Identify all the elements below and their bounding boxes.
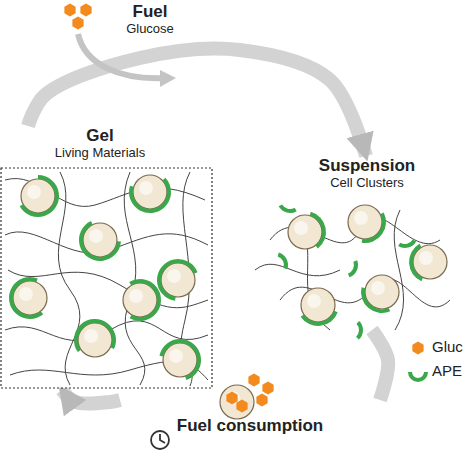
cycle-arrow <box>28 49 366 156</box>
ape-fragment <box>356 321 363 340</box>
glucose-hexagon <box>262 382 273 395</box>
cell <box>157 259 198 301</box>
legend-text: Gluc <box>432 338 463 355</box>
glucose-hexagon <box>412 342 423 355</box>
cell <box>123 279 161 321</box>
fuel-arrow <box>78 34 165 78</box>
cell <box>288 212 326 249</box>
node-heading: Suspension <box>319 156 415 176</box>
node-subtitle: Living Materials <box>55 146 145 161</box>
cycle-arrow <box>62 390 120 404</box>
cell <box>361 275 399 313</box>
glucose-hexagon <box>248 374 259 387</box>
glucose-hexagon <box>64 4 75 17</box>
fuel-consumption-step: Fuel consumption <box>120 378 380 450</box>
cell <box>348 205 386 243</box>
fuel-arrowhead <box>160 70 176 87</box>
node-heading: Gel <box>86 126 113 146</box>
cycle-arrow <box>372 330 388 400</box>
cell <box>301 288 338 326</box>
ape-fragment <box>279 204 297 213</box>
cell <box>129 175 171 213</box>
glucose-hexagon <box>72 17 83 30</box>
cell <box>220 385 254 419</box>
ape-fragment <box>348 260 358 277</box>
cell <box>9 277 47 319</box>
cell <box>20 175 59 217</box>
polymer-chains <box>5 172 450 386</box>
fuel-label: FuelGlucose <box>104 2 196 52</box>
gel-panel: GelLiving Materials <box>0 126 214 390</box>
node-heading: Fuel consumption <box>177 416 323 436</box>
legend-text: APE <box>432 362 462 379</box>
ape-fragment <box>398 240 416 248</box>
glucose-hexagon <box>256 394 267 407</box>
gel-frame <box>1 168 212 388</box>
clock-icon <box>151 431 169 449</box>
cell <box>159 339 201 380</box>
ape-legend-sample <box>408 372 428 382</box>
glucose-hexagon <box>236 400 247 413</box>
ape-fragment <box>278 253 288 270</box>
node-heading: Fuel <box>133 2 168 22</box>
glucose-hexagon <box>80 4 91 17</box>
glucose-hexagon <box>226 392 237 405</box>
node-subtitle: Cell Clusters <box>330 176 404 191</box>
suspension-panel: SuspensionCell Clusters <box>262 156 472 330</box>
cell <box>409 244 447 281</box>
cell <box>74 319 116 357</box>
cell <box>79 221 121 261</box>
node-subtitle: Glucose <box>126 22 174 37</box>
